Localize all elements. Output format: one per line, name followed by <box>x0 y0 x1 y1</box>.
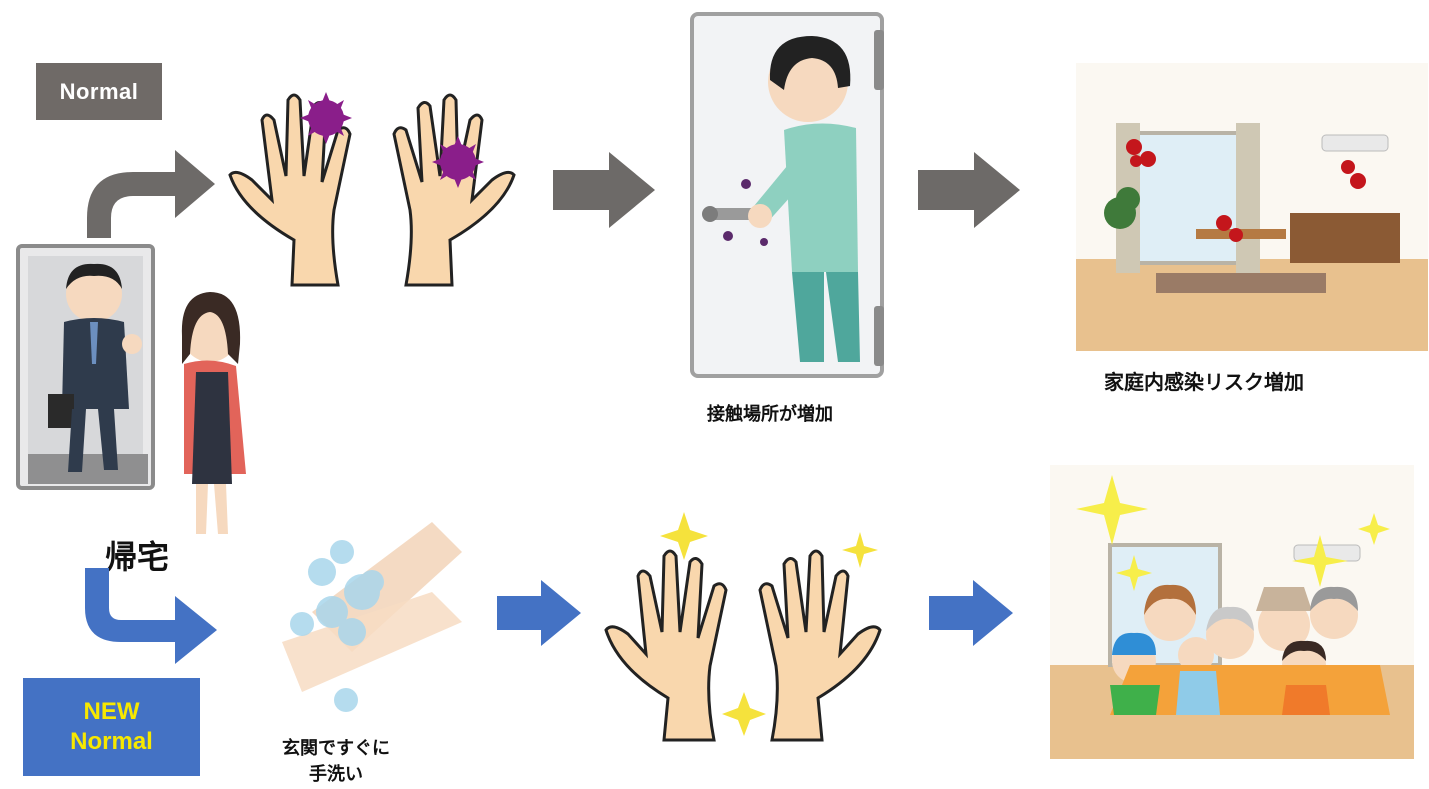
room-with-germs-icon <box>1076 63 1428 351</box>
arrow-right-icon-1 <box>553 152 655 228</box>
new-normal-label-line2: Normal <box>70 728 153 755</box>
lower-branch-arrow-icon <box>85 568 217 664</box>
arrow-right-icon-3 <box>497 580 581 646</box>
happy-family-room-icon <box>1050 465 1414 759</box>
germ-icon-1 <box>300 92 352 144</box>
sparkling-clean-hands-icon <box>604 512 882 742</box>
handwash-caption-line2: 手洗い <box>309 764 363 785</box>
arrow-right-icon-4 <box>929 580 1013 646</box>
normal-label: Normal <box>36 63 162 120</box>
infection-risk-caption: 家庭内感染リスク増加 <box>1104 370 1304 394</box>
germ-icon-2 <box>432 136 484 188</box>
man-touching-door-handle-icon <box>690 12 884 378</box>
hand-washing-icon <box>282 522 462 712</box>
contact-points-caption: 接触場所が増加 <box>707 404 833 425</box>
handwash-caption: 玄関ですぐに 手洗い <box>282 736 390 788</box>
upper-branch-arrow-icon <box>87 150 215 238</box>
new-normal-label-line1: NEW <box>83 698 140 725</box>
germ-covered-hands-icon <box>228 92 516 287</box>
handwash-caption-line1: 玄関ですぐに <box>282 738 390 759</box>
person-returning-home-icon <box>16 244 246 534</box>
return-home-caption: 帰宅 <box>105 538 170 576</box>
new-normal-label: NEW Normal <box>23 678 200 776</box>
arrow-right-icon-2 <box>918 152 1020 228</box>
